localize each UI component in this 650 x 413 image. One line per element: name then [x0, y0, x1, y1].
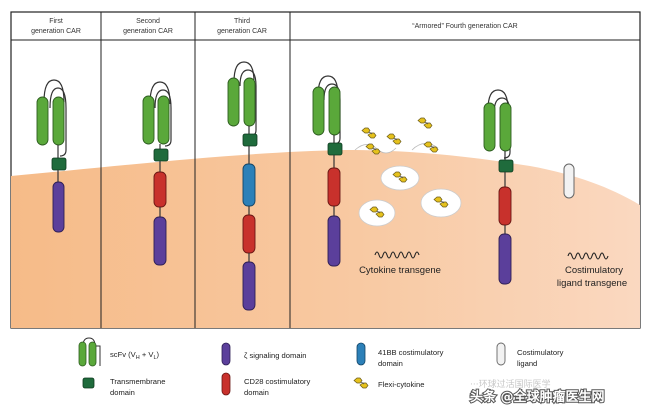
transmembrane-domain	[498, 159, 514, 173]
watermark: ···环球过活国际医学 头条 @全球肿瘤医生网	[469, 378, 606, 406]
cd28-costimulatory-domain	[327, 167, 341, 207]
diagram-frame	[10, 11, 641, 329]
legend: scFv (VH + VL) Transmembrane domain ζ si…	[78, 337, 564, 397]
scfv-domain-vl	[328, 86, 341, 136]
transmembrane-domain	[327, 142, 343, 156]
panel-title-second-line2: generation CAR	[123, 28, 173, 35]
cytokine-transgene-gene	[374, 251, 420, 259]
panel-title-third-line1: Third	[234, 18, 250, 25]
scfv-domain-vl	[52, 96, 65, 146]
legend-41bb-icon	[356, 342, 366, 366]
costimulatory-ligand	[563, 163, 575, 199]
cytokine-transgene-label: Cytokine transgene	[359, 265, 441, 276]
legend-zeta-label: ζ signaling domain	[244, 351, 306, 360]
transmembrane-domain	[51, 157, 67, 171]
scfv-domain-vh	[36, 96, 49, 146]
legend-transmembrane-icon	[82, 377, 95, 389]
scfv-domain-vl	[243, 77, 256, 127]
cell-membrane-region	[11, 150, 640, 328]
legend-transmembrane-label-2: domain	[110, 388, 135, 397]
watermark-faint-text: ···环球过活国际医学	[470, 378, 551, 390]
legend-transmembrane-label-1: Transmembrane	[110, 377, 165, 386]
legend-ligand-label-2: ligand	[517, 359, 537, 368]
scfv-domain-vh	[312, 86, 325, 136]
legend-flexi-cytokine-label: Flexi-cytokine	[378, 380, 424, 389]
legend-cd28-label-2: domain	[244, 388, 269, 397]
legend-41bb-label-1: 41BB costimulatory	[378, 348, 444, 357]
panel-title-second-line1: Second	[136, 18, 160, 25]
transmembrane-domain	[242, 133, 258, 147]
legend-41bb-label-2: domain	[378, 359, 403, 368]
legend-scfv-icon	[78, 337, 101, 367]
costim-transgene-label-line1: Costimulatory	[565, 265, 623, 276]
costim-transgene-label-line2: ligand transgene	[557, 278, 627, 289]
car-first-generation	[36, 79, 67, 233]
legend-ligand-label-1: Costimulatory	[517, 348, 564, 357]
scfv-domain-vl	[499, 102, 512, 152]
scfv-domain-vh	[227, 77, 240, 127]
flexi-cytokines-secreted	[354, 117, 462, 227]
zeta-signaling-domain	[327, 215, 341, 267]
scfv-domain-vl	[157, 95, 170, 145]
zeta-signaling-domain	[498, 233, 512, 285]
legend-cd28-label-1: CD28 costimulatory	[244, 377, 310, 386]
car-fourth-generation-ligand	[483, 89, 514, 285]
panel-title-third-line2: generation CAR	[217, 28, 267, 35]
car-second-generation	[142, 81, 172, 266]
cd28-costimulatory-domain	[498, 186, 512, 226]
legend-zeta-icon	[221, 342, 231, 366]
scfv-domain-vh	[483, 102, 496, 152]
costimulatory-ligand-transgene-gene	[567, 252, 609, 260]
panel-title-fourth: “Armored” Fourth generation CAR	[412, 23, 517, 30]
panel-title-first-line2: generation CAR	[31, 28, 81, 35]
transmembrane-domain	[153, 148, 169, 162]
zeta-signaling-domain	[153, 216, 167, 266]
car-fourth-generation-cytokine	[312, 75, 343, 267]
car-third-generation	[227, 61, 258, 311]
legend-flexi-cytokine-icon	[353, 377, 369, 389]
zeta-signaling-domain	[52, 181, 65, 233]
legend-cd28-icon	[221, 372, 231, 396]
zeta-signaling-domain	[242, 261, 256, 311]
legend-scfv-label: scFv (VH + VL)	[110, 350, 160, 361]
cd28-costimulatory-domain	[153, 171, 167, 208]
panel-title-first-line1: First	[49, 18, 63, 25]
watermark-text: 头条 @全球肿瘤医生网	[470, 389, 605, 405]
scfv-domain-vh	[142, 95, 155, 145]
cd28-costimulatory-domain	[242, 214, 256, 254]
legend-ligand-icon	[496, 342, 506, 366]
41bb-costimulatory-domain	[242, 163, 256, 207]
